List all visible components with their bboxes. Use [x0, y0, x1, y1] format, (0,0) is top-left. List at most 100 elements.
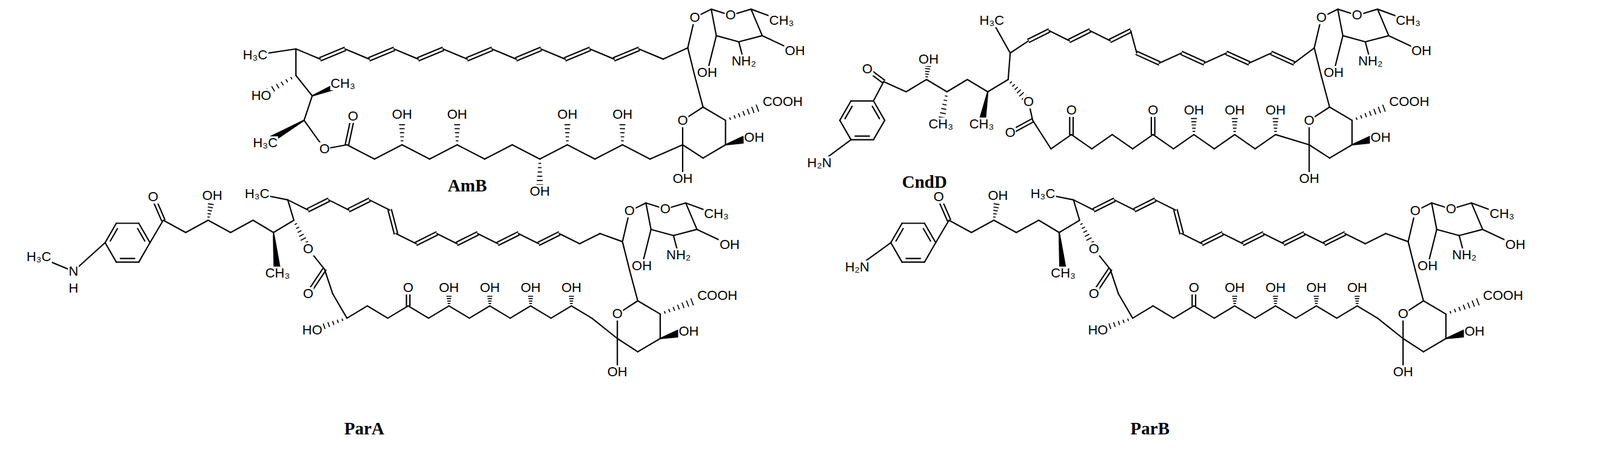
bond-line [589, 49, 615, 60]
bond-line [1282, 232, 1305, 246]
atom-label: O [1315, 10, 1328, 25]
bond-line [304, 95, 313, 121]
bond-line [295, 49, 297, 76]
bond-line [1304, 233, 1325, 244]
bond-line [1225, 51, 1250, 65]
bond-line [1402, 338, 1424, 353]
bond-line [1112, 134, 1134, 150]
bond-line [185, 220, 208, 233]
atom-label: OH [201, 189, 224, 203]
bond-line [1173, 209, 1184, 235]
bond-line [1204, 53, 1227, 64]
atom-label: CH₃ [1395, 13, 1422, 28]
bond-line [1295, 306, 1317, 319]
atom-label: O [347, 109, 359, 124]
bond-line [415, 232, 438, 246]
bond-line [1234, 306, 1256, 319]
bond-line [1329, 144, 1353, 159]
bond-line [1091, 134, 1113, 150]
bond-line [617, 338, 638, 353]
atom-label: NH₂ [1451, 248, 1477, 262]
bond-line [1365, 35, 1390, 42]
bond-line [368, 47, 395, 61]
bond-line [449, 306, 470, 319]
atom-label: H [67, 281, 79, 296]
bond-line [1201, 232, 1223, 246]
bond-line [1193, 306, 1215, 319]
atom-label: O [689, 10, 701, 25]
atom-label: CH₃ [264, 266, 291, 281]
bond-line [1423, 300, 1447, 315]
atom-label: O [623, 204, 636, 218]
bond-line [1159, 53, 1182, 64]
bond-line [948, 220, 972, 233]
bond-line [1351, 120, 1353, 145]
bond-line [515, 47, 543, 61]
atom-label: O [1004, 126, 1017, 140]
atom-label: O [302, 242, 315, 256]
bond-line [591, 318, 618, 339]
bond-line [1248, 53, 1272, 64]
bond-line [1136, 51, 1160, 65]
atom-label: OH [1322, 66, 1345, 80]
atom-label: O [402, 281, 415, 295]
atom-label: O [611, 307, 624, 321]
atom-label: O [933, 190, 945, 204]
bond-line [1193, 134, 1215, 150]
bond-line [1153, 134, 1174, 150]
bond-line [1214, 134, 1236, 150]
atom-label: OH [1298, 172, 1320, 186]
bond-line [649, 144, 683, 160]
bond-line [138, 243, 151, 263]
bond-line [1356, 306, 1378, 319]
bond-line [539, 144, 567, 160]
bond-line [1336, 306, 1358, 319]
atom-label: O [302, 287, 315, 301]
bond-line [947, 79, 968, 92]
bond-line [725, 120, 727, 145]
atom-label: CH₃ [1050, 266, 1077, 281]
bond-line [1436, 229, 1460, 236]
bond-line [137, 223, 150, 243]
bond-line [332, 294, 348, 319]
bond-line [935, 220, 949, 244]
bond-line [348, 198, 370, 212]
atom-label: H₃C [252, 136, 279, 150]
bond-line [716, 35, 739, 42]
bond-line [328, 200, 350, 211]
bond-line [1059, 220, 1080, 233]
atom-label: OH [631, 259, 653, 273]
bond-line [1154, 200, 1176, 211]
bond-line [1293, 47, 1315, 64]
atom-label: OH [1464, 324, 1486, 339]
bond-line [1344, 233, 1366, 244]
atom-label: HO [250, 89, 272, 103]
atom-label: COOH [762, 95, 804, 109]
bond-line [1242, 232, 1265, 246]
bond-line [369, 200, 390, 211]
atom-label: CH₃ [968, 117, 995, 131]
bond-line [408, 306, 429, 319]
bond-line [1356, 104, 1386, 120]
bond-line [401, 144, 430, 160]
bond-line [673, 229, 698, 236]
bond-line [1316, 306, 1337, 319]
bond-line [873, 120, 886, 141]
bond-line [1450, 298, 1480, 314]
bond-line [558, 233, 580, 244]
bond-line [564, 47, 591, 61]
atom-label: OH [784, 44, 806, 58]
bond-line [104, 223, 118, 243]
bond-line [629, 270, 638, 301]
bond-line [1132, 306, 1154, 319]
bond-line [1133, 198, 1156, 212]
bond-line [104, 243, 117, 263]
bond-line [639, 49, 664, 60]
atom-label: OH [560, 281, 583, 295]
bond-line [902, 258, 925, 263]
bond-line [1415, 270, 1423, 301]
skeletal-formulas [38, 9, 1516, 373]
atom-label: H₃C [244, 187, 271, 201]
bond-line [1270, 51, 1295, 65]
bond-line [394, 49, 419, 60]
